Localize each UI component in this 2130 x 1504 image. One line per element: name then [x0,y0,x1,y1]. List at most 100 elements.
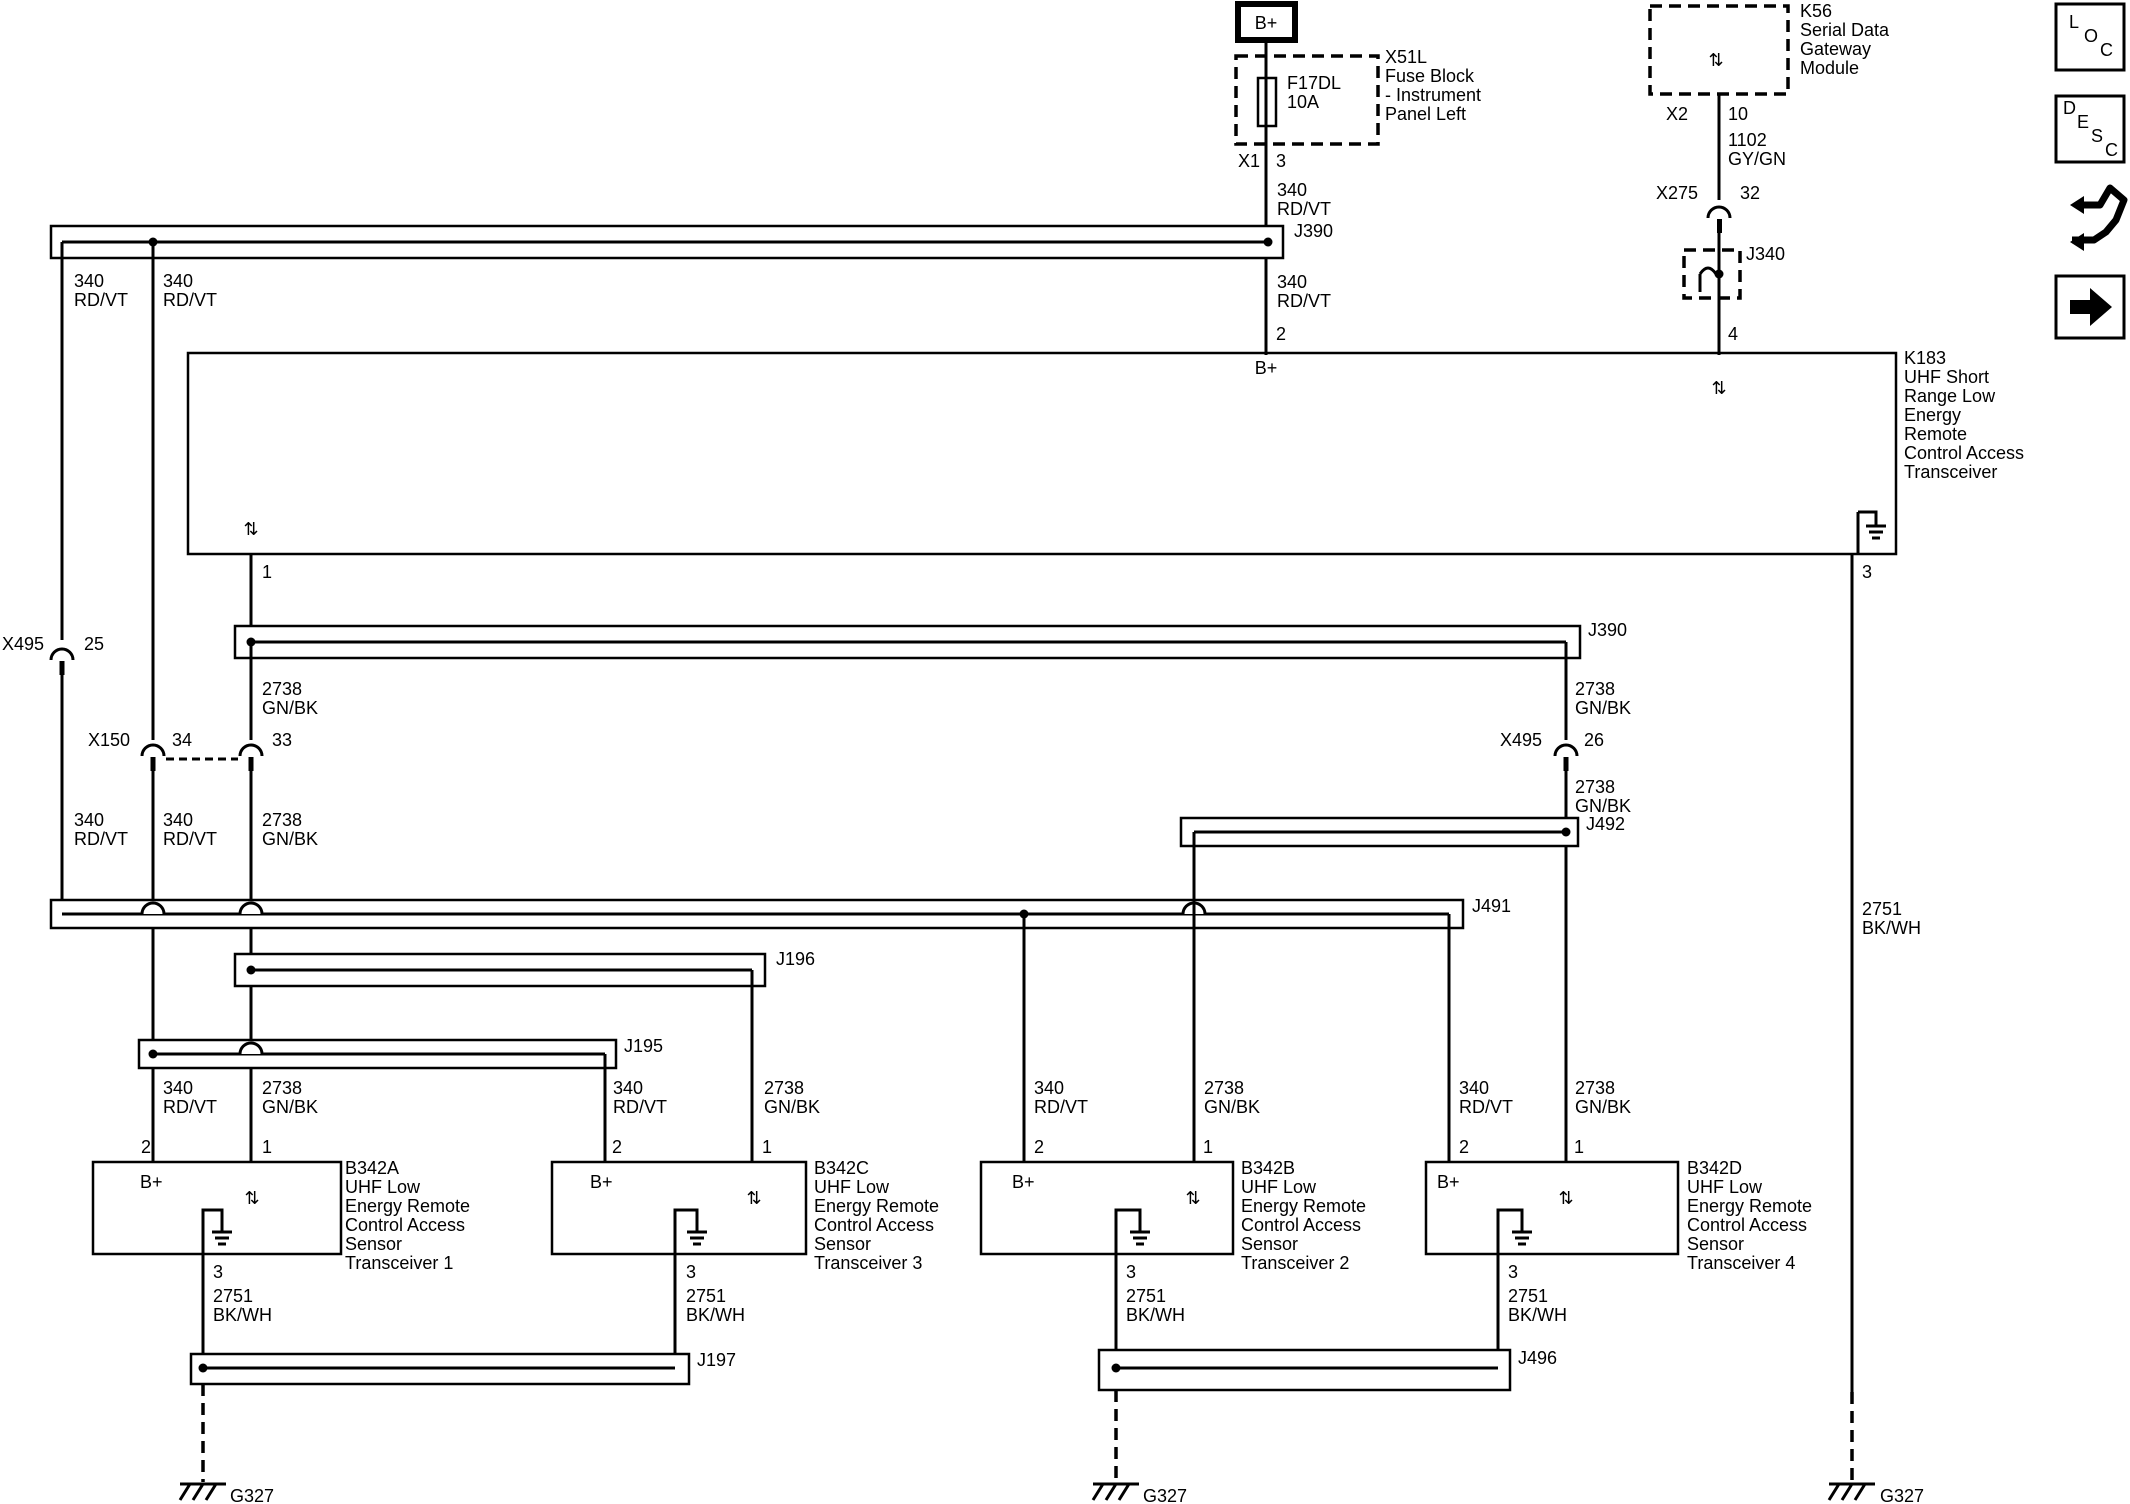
diagram-label: Control Access [1241,1215,1361,1235]
ground-g327-1: G327 [178,1482,274,1504]
diagram-label: 2 [1459,1137,1469,1157]
diagram-label: 1102 [1728,130,1767,150]
diagram-label: 2751 [686,1286,726,1306]
diagram-label: Transceiver [1904,462,1997,482]
data-arrows-icon: ⇅ [1711,378,1726,398]
diagram-label: Module [1800,58,1859,78]
diagram-label: RD/VT [74,829,128,849]
splice-j197: J197 [189,1350,736,1386]
loc-button[interactable]: L O C [2054,2,2126,72]
diagram-label: 34 [172,730,192,750]
gateway-module: ⇅ K56 Serial Data Gateway Module X2 10 1… [1648,1,1890,169]
next-button[interactable] [2054,274,2126,340]
diagram-label: B+ [1012,1172,1035,1192]
connector-x275: X275 32 [1656,183,1760,233]
diagram-label: 340 [163,271,193,291]
diagram-label: BK/WH [686,1305,745,1325]
diagram-label: J340 [1746,244,1785,264]
diagram-label: Remote [1904,424,1967,444]
diagram-label: GN/BK [1575,698,1631,718]
diagram-label: GN/BK [1204,1097,1260,1117]
splice-j496: J496 [1097,1348,1557,1392]
diagram-label: X2 [1666,104,1688,124]
diagram-label: 340 [613,1078,643,1098]
splice-j195: J195 [137,1036,663,1070]
diagram-label: 2 [612,1137,622,1157]
diagram-label: Energy Remote [814,1196,939,1216]
sensor-b342c: 2 1 B+ ⇅ B342C UHF Low Energy Remote Con… [550,1137,939,1282]
diagram-label: GN/BK [1575,1097,1631,1117]
diagram-label: B+ [140,1172,163,1192]
diagram-label: 2751 [1508,1286,1548,1306]
diagram-label: BK/WH [213,1305,272,1325]
splice-j390-mid: J390 [233,620,1627,660]
diagram-label: G327 [230,1486,274,1504]
ground-symbol-icon [673,1208,707,1280]
diagram-label: RD/VT [1459,1097,1513,1117]
diagram-label: GN/BK [262,698,318,718]
diagram-label: C [2100,40,2113,60]
diagram-label: 2751 [213,1286,253,1306]
diagram-label: RD/VT [1034,1097,1088,1117]
sensor-b342a: 2 1 B+ ⇅ B342A UHF Low Energy Remote Con… [91,1137,470,1282]
diagram-label: L [2069,12,2079,32]
diagram-label: UHF Low [814,1177,890,1197]
connector-x150: X150 34 33 [88,730,292,771]
diagram-label: 1 [262,562,272,582]
data-arrows-icon: ⇅ [1558,1188,1573,1208]
diagram-label: J197 [697,1350,736,1370]
diagram-label: G327 [1143,1486,1187,1504]
ground-symbol-icon [201,1208,232,1280]
diagram-label: B+ [590,1172,613,1192]
diagram-label: 2738 [1575,777,1615,797]
diagram-label: X495 [2,634,44,654]
diagram-label: 32 [1740,183,1760,203]
diagram-label: RD/VT [613,1097,667,1117]
diagram-label: J492 [1586,814,1625,834]
diagram-label: Energy Remote [1241,1196,1366,1216]
diagram-label: GN/BK [262,829,318,849]
diagram-label: 2738 [764,1078,804,1098]
diagram-label: 2738 [1575,679,1615,699]
desc-button[interactable]: D E S C [2054,94,2126,164]
diagram-label: 2 [141,1137,151,1157]
diagram-label: Control Access [814,1215,934,1235]
diagram-label: 340 [1277,180,1307,200]
diagram-label: Sensor [1687,1234,1744,1254]
power-label: B+ [1255,13,1278,33]
splice-j491: J491 [49,896,1511,930]
connector-view-button[interactable] [2056,176,2128,256]
diagram-label: J195 [624,1036,663,1056]
diagram-label: RD/VT [163,290,217,310]
diagram-label: Sensor [345,1234,402,1254]
diagram-label: B342D [1687,1158,1742,1178]
diagram-label: Energy Remote [1687,1196,1812,1216]
fuse-id: F17DL [1287,73,1341,93]
diagram-label: B+ [1437,1172,1460,1192]
data-arrows-icon: ⇅ [243,519,258,539]
data-arrows-icon: ⇅ [746,1188,761,1208]
diagram-label: Sensor [1241,1234,1298,1254]
diagram-label: 2738 [1204,1078,1244,1098]
diagram-label: D [2063,98,2076,118]
diagram-label: B342B [1241,1158,1295,1178]
ground-symbol-icon [1114,1208,1150,1280]
splice-j390-top: J390 [49,221,1333,260]
loc-icon: L O C [2069,12,2113,60]
diagram-label: J496 [1518,1348,1557,1368]
desc-icon: D E S C [2063,98,2118,160]
diagram-label: C [2105,140,2118,160]
diagram-label: 340 [163,1078,193,1098]
diagram-label: RD/VT [163,1097,217,1117]
diagram-label: 2738 [262,810,302,830]
diagram-label: Energy Remote [345,1196,470,1216]
diagram-label: BK/WH [1862,918,1921,938]
diagram-label: 25 [84,634,104,654]
diagram-label: Energy [1904,405,1961,425]
fuse-rating: 10A [1287,92,1319,112]
diagram-label: 4 [1728,324,1738,344]
diagram-label: Panel Left [1385,104,1466,124]
diagram-label: 340 [1459,1078,1489,1098]
splice-j340: J340 [1682,244,1785,300]
